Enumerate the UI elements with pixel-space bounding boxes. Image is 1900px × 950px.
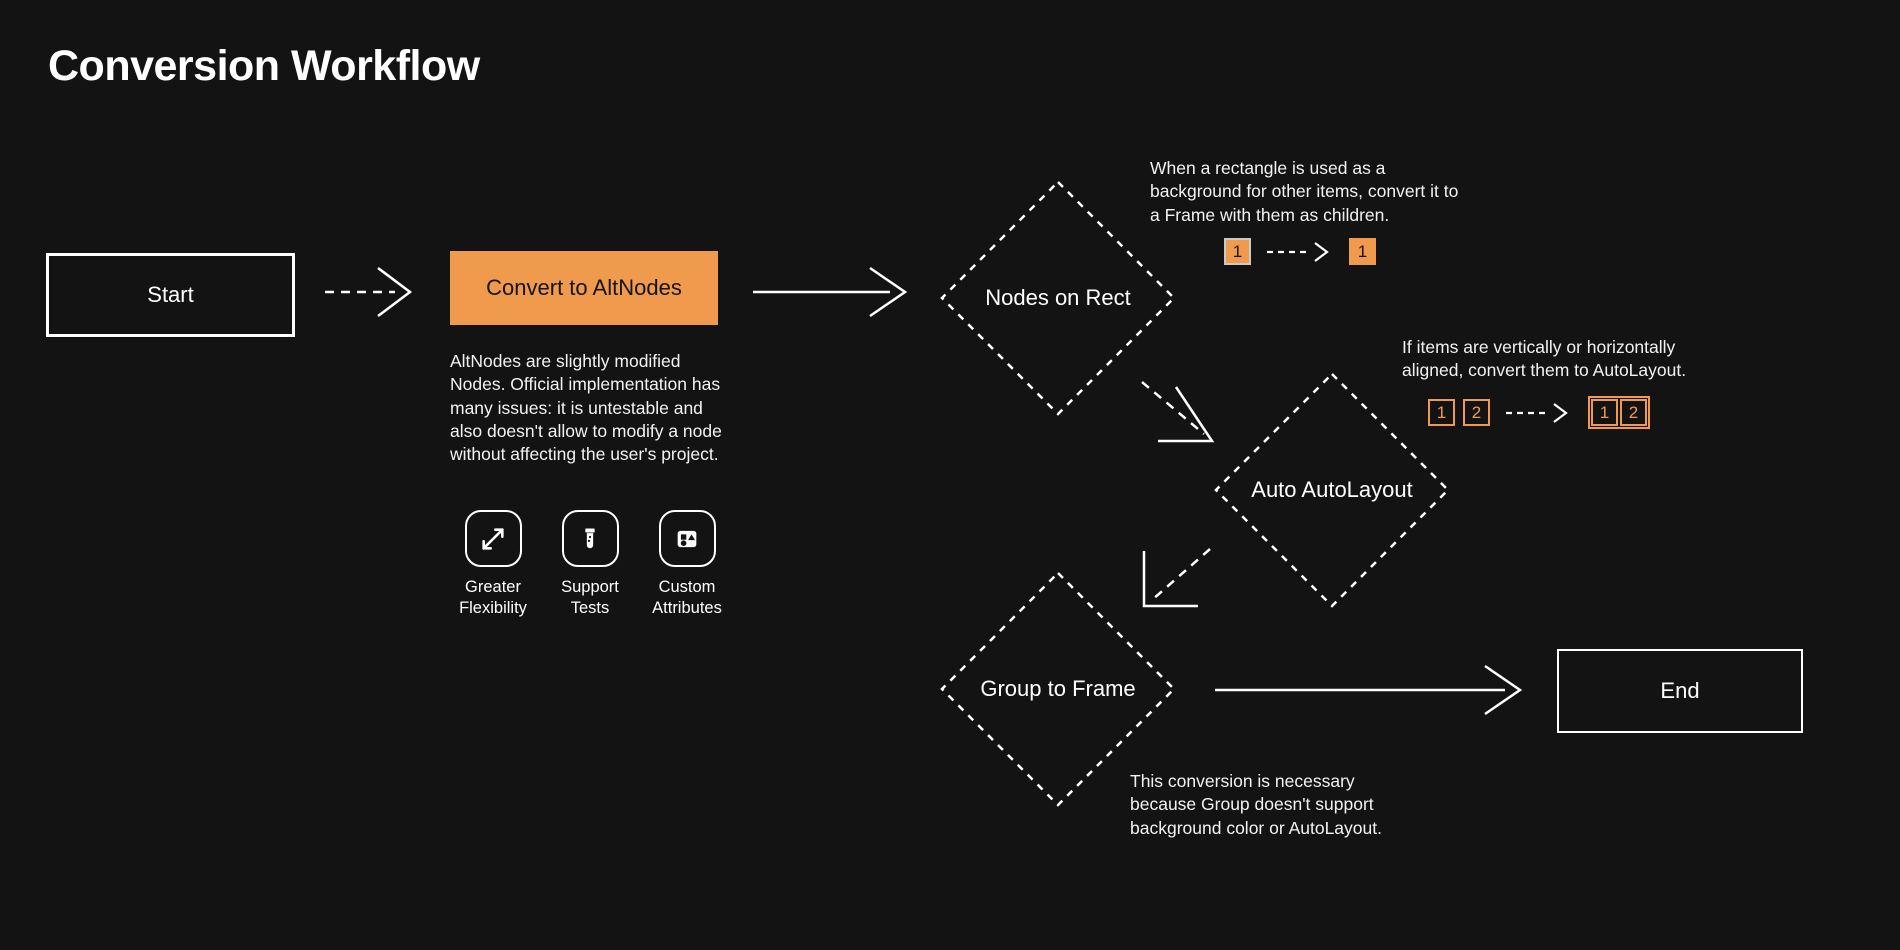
- chip-after: 1: [1349, 238, 1376, 265]
- chip-before: 1: [1224, 238, 1251, 265]
- node-auto-autolayout-label: Auto AutoLayout: [1251, 477, 1413, 502]
- feature-label-line2: Tests: [570, 598, 610, 617]
- mini-arrow-icon: [1506, 402, 1568, 423]
- chip-before-2: 2: [1463, 399, 1490, 426]
- feature-label-line1: Greater: [465, 578, 521, 596]
- chip-illustration-nodes-on-rect: 1 1: [1224, 238, 1376, 265]
- feature-greater-flexibility[interactable]: Greater Flexibility: [450, 510, 536, 618]
- connector-grouptoframe-to-end: [1215, 664, 1523, 716]
- node-convert-label: Convert to AltNodes: [486, 275, 682, 300]
- node-end[interactable]: End: [1557, 649, 1803, 733]
- note-group-to-frame: This conversion is necessary because Gro…: [1130, 771, 1382, 838]
- note-nodes-on-rect: When a rectangle is used as a background…: [1150, 158, 1459, 225]
- diamond-shape: [940, 180, 1176, 416]
- node-group-to-frame-label: Group to Frame: [980, 676, 1136, 701]
- node-group-to-frame[interactable]: Group to Frame: [938, 569, 1178, 809]
- diamond-shape: [1214, 372, 1450, 608]
- feature-label: Greater Flexibility: [459, 577, 527, 618]
- mini-arrow-icon: [1267, 241, 1329, 262]
- node-nodes-on-rect[interactable]: Nodes on Rect: [938, 178, 1178, 418]
- feature-label: Support Tests: [561, 577, 619, 618]
- page-title: Conversion Workflow: [48, 42, 480, 90]
- chip-after-1: 1: [1591, 399, 1618, 426]
- node-nodes-on-rect-label: Nodes on Rect: [985, 285, 1131, 310]
- feature-list: Greater Flexibility Support Tests: [450, 510, 730, 618]
- test-tube-icon: [561, 510, 619, 567]
- node-convert-to-altnodes[interactable]: Convert to AltNodes: [450, 251, 718, 325]
- node-start-label: Start: [147, 282, 194, 307]
- convert-description: AltNodes are slightly modified Nodes. Of…: [450, 351, 722, 465]
- shapes-icon: [658, 510, 716, 567]
- connector-start-to-convert: [325, 267, 413, 317]
- chip-group-after: 1 2: [1588, 396, 1650, 429]
- connector-convert-to-nodesonrect: [753, 266, 908, 318]
- feature-label-line2: Flexibility: [459, 598, 527, 617]
- feature-custom-attributes[interactable]: Custom Attributes: [644, 510, 730, 618]
- feature-support-tests[interactable]: Support Tests: [547, 510, 633, 618]
- chip-after-2: 2: [1620, 399, 1647, 426]
- node-auto-autolayout[interactable]: Auto AutoLayout: [1212, 370, 1452, 610]
- feature-label: Custom Attributes: [652, 577, 722, 618]
- node-end-label: End: [1660, 678, 1700, 703]
- expand-arrows-icon: [464, 510, 522, 567]
- chip-before-1: 1: [1428, 399, 1455, 426]
- note-auto-autolayout: If items are vertically or horizontally …: [1402, 337, 1687, 381]
- feature-label-line1: Support: [561, 578, 619, 596]
- chip-pair-before: 1 2: [1428, 399, 1490, 426]
- diamond-shape: [940, 571, 1176, 807]
- feature-label-line1: Custom: [658, 578, 716, 596]
- chip-illustration-auto-autolayout: 1 2 1 2: [1428, 396, 1650, 429]
- node-start[interactable]: Start: [46, 253, 295, 337]
- feature-label-line2: Attributes: [652, 598, 722, 617]
